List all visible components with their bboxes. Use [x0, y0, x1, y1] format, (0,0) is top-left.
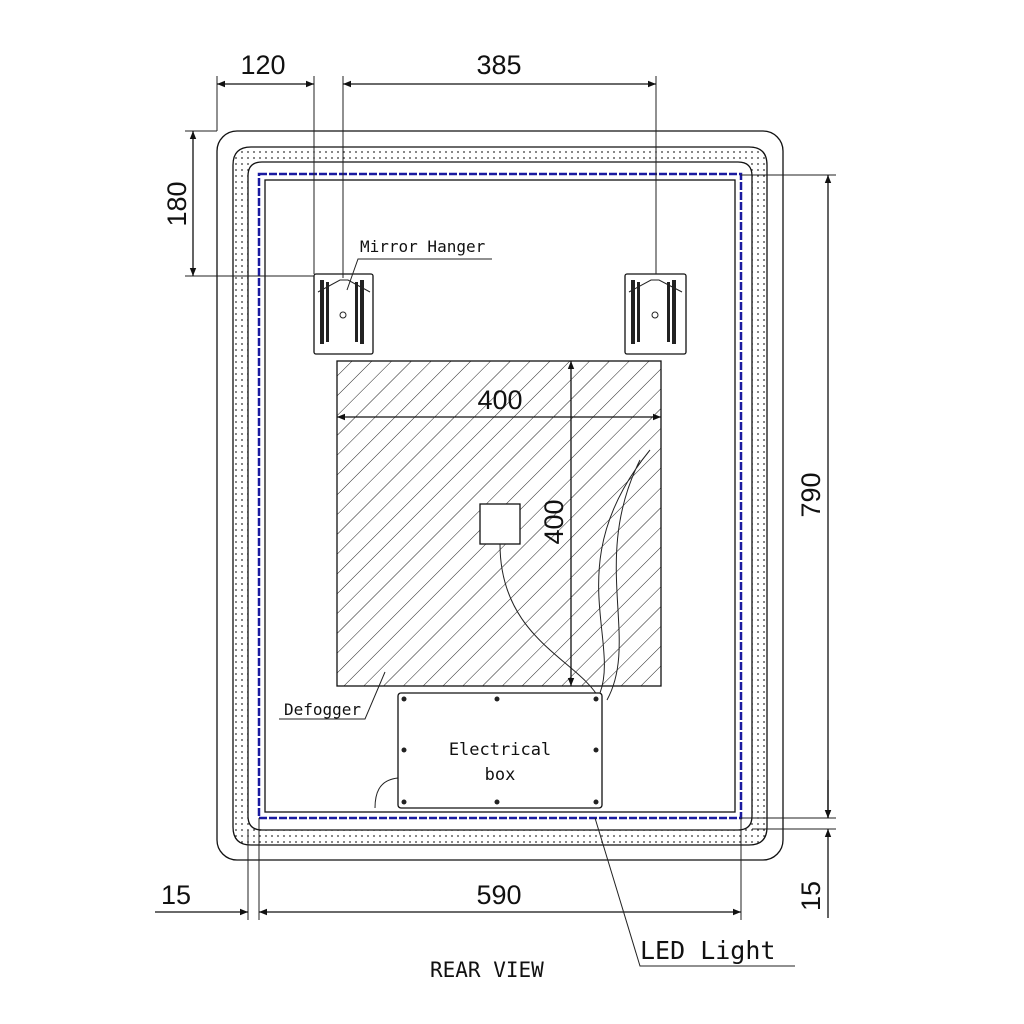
- dimension-label: 590: [476, 880, 521, 910]
- mirror-hanger-label: Mirror Hanger: [360, 237, 486, 256]
- callout-mirror-hanger: Mirror Hanger: [346, 237, 492, 291]
- electrical-box: Electrical box: [397, 692, 603, 809]
- electrical-box-label-line1: Electrical: [449, 740, 551, 760]
- callout-led-light: LED Light: [594, 817, 795, 967]
- wire-bottom: [374, 777, 399, 809]
- electrical-box-label-line2: box: [485, 765, 516, 785]
- dimension-label: 385: [476, 50, 521, 80]
- dimension-label: 15: [796, 881, 826, 911]
- dimension-label: 400: [539, 499, 569, 544]
- dimension-defogger-height: 400: [539, 361, 575, 686]
- dimension-defogger-width: 400: [337, 385, 661, 421]
- mirror-frame: [216, 130, 784, 861]
- dimension-label: 400: [477, 385, 522, 415]
- dimension-hanger-spacing: 385: [342, 50, 657, 278]
- dimension-hanger-offset: 120: [216, 50, 315, 274]
- led-strip: [257, 172, 743, 820]
- callout-defogger: Defogger: [279, 671, 386, 720]
- mirror-hanger-left: [313, 273, 374, 355]
- dimension-height: 790: [741, 174, 836, 819]
- dimension-label: 15: [161, 880, 191, 910]
- dimension-hanger-top: 180: [162, 130, 314, 277]
- mirror-hanger-right: [624, 273, 687, 355]
- mirror-back-panel: [264, 179, 736, 813]
- view-title: REAR VIEW: [430, 958, 544, 982]
- wire: [499, 449, 651, 701]
- dimension-label: 120: [240, 50, 285, 80]
- dimension-width: 590: [259, 818, 742, 920]
- dimension-border-left: 15: [155, 818, 260, 920]
- defogger-connector: [479, 503, 521, 545]
- dimension-label: 790: [796, 472, 826, 517]
- led-light-label: LED Light: [640, 936, 775, 965]
- dimension-label: 180: [162, 181, 192, 226]
- defogger-label: Defogger: [284, 700, 361, 719]
- dimension-border-bottom: 15: [752, 780, 836, 918]
